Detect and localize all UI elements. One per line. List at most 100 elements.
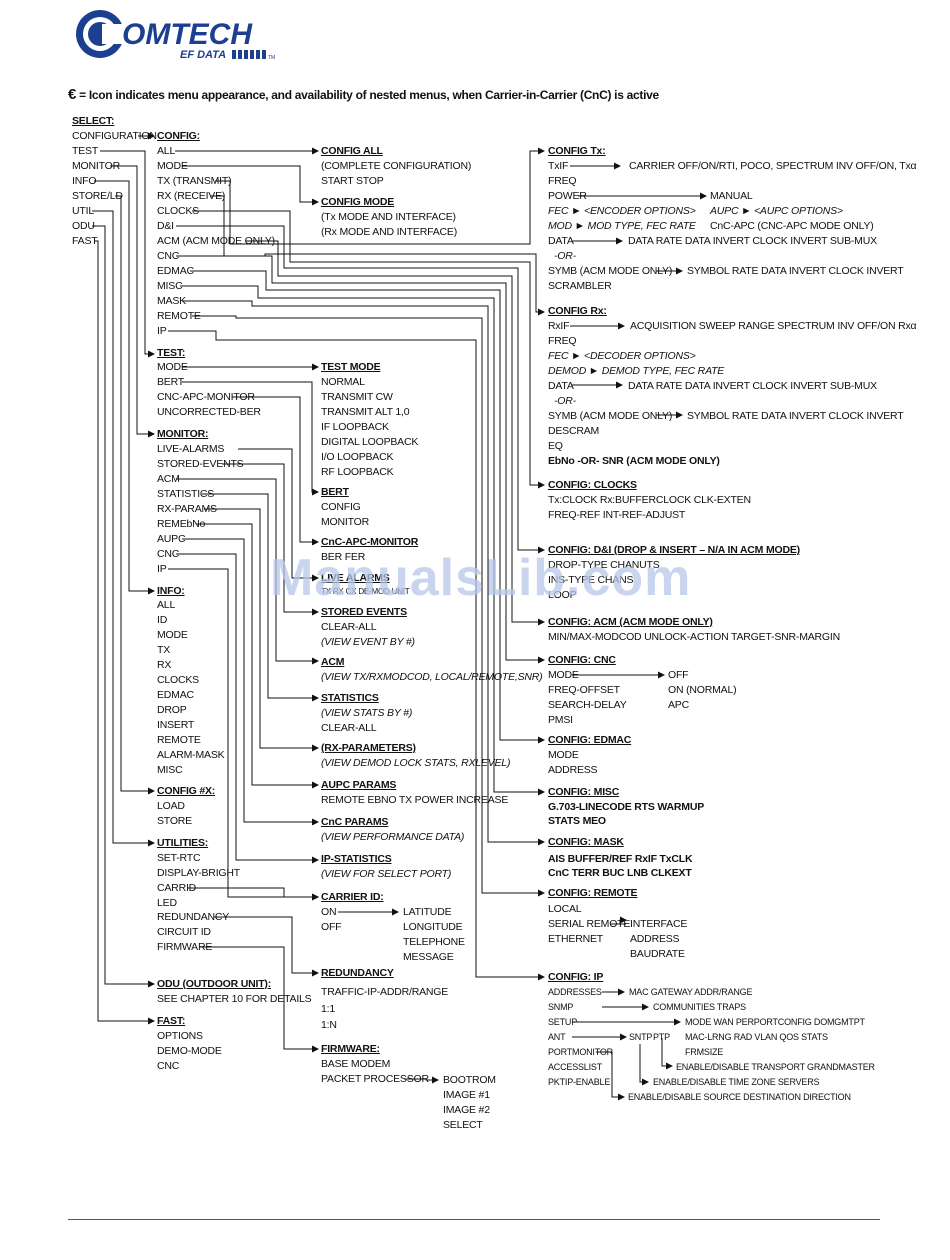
config-tx-data[interactable]: DATA bbox=[548, 235, 574, 247]
config-remote-serial-option[interactable]: ADDRESS bbox=[630, 933, 680, 945]
config-item-mode[interactable]: MODE bbox=[157, 160, 188, 172]
config-remote-item[interactable]: SERIAL REMOTE bbox=[548, 918, 631, 930]
select-item-store-ld[interactable]: STORE/LD bbox=[72, 190, 123, 202]
monitor-item[interactable]: IP bbox=[157, 563, 167, 575]
config-item-di[interactable]: D&I bbox=[157, 220, 174, 232]
info-item[interactable]: DROP bbox=[157, 704, 187, 716]
carrier-id-field[interactable]: MESSAGE bbox=[403, 951, 454, 963]
config-tx-fec[interactable]: FEC ► <ENCODER OPTIONS> bbox=[548, 205, 696, 217]
fast-option[interactable]: OPTIONS bbox=[157, 1030, 203, 1042]
config-ip-item[interactable]: PORTMONITOR bbox=[548, 1047, 613, 1057]
config-item-tx[interactable]: TX (TRANSMIT) bbox=[157, 175, 232, 187]
config-misc-line[interactable]: STATS MEO bbox=[548, 815, 606, 827]
monitor-item[interactable]: LIVE-ALARMS bbox=[157, 443, 225, 455]
config-rx-demod[interactable]: DEMOD ► DEMOD TYPE, FEC RATE bbox=[548, 365, 725, 377]
config-cnc-item[interactable]: MODE bbox=[548, 669, 579, 681]
config-all-line[interactable]: START STOP bbox=[321, 175, 384, 187]
monitor-item[interactable]: STATISTICS bbox=[157, 488, 215, 500]
config-item-mask[interactable]: MASK bbox=[157, 295, 186, 307]
config-item-rx[interactable]: RX (RECEIVE) bbox=[157, 190, 226, 202]
config-ip-item[interactable]: ADDRESSES bbox=[548, 987, 602, 997]
firmware-boot-option[interactable]: IMAGE #1 bbox=[443, 1089, 490, 1101]
config-misc-line[interactable]: G.703-LINECODE RTS WARMUP bbox=[548, 801, 705, 813]
info-item[interactable]: ALARM-MASK bbox=[157, 749, 225, 761]
config-edmac-item[interactable]: ADDRESS bbox=[548, 764, 598, 776]
utilities-item[interactable]: SET-RTC bbox=[157, 852, 201, 864]
config-rx-rxif[interactable]: RxIF bbox=[548, 320, 570, 332]
config-cnc-item[interactable]: FREQ-OFFSET bbox=[548, 684, 620, 696]
config-item-edmac[interactable]: EDMAC bbox=[157, 265, 194, 277]
firmware-option[interactable]: BASE MODEM bbox=[321, 1058, 391, 1070]
config-ip-item[interactable]: ANT bbox=[548, 1032, 566, 1042]
config-mask-line[interactable]: AIS BUFFER/REF RxIF TxCLK bbox=[548, 853, 693, 865]
info-item[interactable]: RX bbox=[157, 659, 172, 671]
redundancy-option[interactable]: TRAFFIC-IP-ADDR/RANGE bbox=[321, 986, 449, 998]
config-di-line[interactable]: DROP-TYPE CHANUTS bbox=[548, 559, 660, 571]
select-item-test[interactable]: TEST bbox=[72, 145, 99, 157]
test-mode-option[interactable]: TRANSMIT CW bbox=[321, 391, 393, 403]
utilities-item[interactable]: CIRCUIT ID bbox=[157, 926, 211, 938]
config-item-ip[interactable]: IP bbox=[157, 325, 167, 337]
test-mode-option[interactable]: NORMAL bbox=[321, 376, 365, 388]
config-tx-scrambler[interactable]: SCRAMBLER bbox=[548, 280, 612, 292]
config-ip-item[interactable]: SNMP bbox=[548, 1002, 574, 1012]
test-item-uncorrected-ber[interactable]: UNCORRECTED-BER bbox=[157, 406, 261, 418]
carrier-id-option[interactable]: ON bbox=[321, 906, 337, 918]
config-ip-item[interactable]: PKTIP-ENABLE bbox=[548, 1077, 611, 1087]
config-cnc-mode-option[interactable]: APC bbox=[668, 699, 689, 711]
config-di-line[interactable]: LOOP bbox=[548, 589, 577, 601]
config-rx-fec[interactable]: FEC ► <DECODER OPTIONS> bbox=[548, 350, 696, 362]
stored-events-line[interactable]: CLEAR-ALL bbox=[321, 621, 377, 633]
monitor-item[interactable]: CNC bbox=[157, 548, 180, 560]
monitor-item[interactable]: ACM bbox=[157, 473, 180, 485]
config-remote-item[interactable]: LOCAL bbox=[548, 903, 582, 915]
utilities-item[interactable]: FIRMWARE bbox=[157, 941, 213, 953]
utilities-item[interactable]: DISPLAY-BRIGHT bbox=[157, 867, 240, 879]
test-item-cnc-apc-monitor[interactable]: CNC-APC-MONITOR bbox=[157, 391, 255, 403]
config-rx-symb[interactable]: SYMB (ACM MODE ONLY) bbox=[548, 410, 673, 422]
utilities-item[interactable]: CARRID bbox=[157, 882, 197, 894]
test-item-mode[interactable]: MODE bbox=[157, 361, 188, 373]
firmware-boot-option[interactable]: IMAGE #2 bbox=[443, 1104, 490, 1116]
config-tx-symb[interactable]: SYMB (ACM MODE ONLY) bbox=[548, 265, 673, 277]
config-clocks-line[interactable]: FREQ-REF INT-REF-ADJUST bbox=[548, 509, 686, 521]
config-rx-ebno[interactable]: EbNo -OR- SNR (ACM MODE ONLY) bbox=[548, 455, 720, 467]
config-cnc-item[interactable]: SEARCH-DELAY bbox=[548, 699, 627, 711]
config-ip-item[interactable]: SETUP bbox=[548, 1017, 578, 1027]
info-item[interactable]: ID bbox=[157, 614, 168, 626]
select-item-util[interactable]: UTIL bbox=[72, 205, 94, 217]
config-di-line[interactable]: INS-TYPE CHANS bbox=[548, 574, 634, 586]
fast-option[interactable]: CNC bbox=[157, 1060, 180, 1072]
bert-option[interactable]: MONITOR bbox=[321, 516, 369, 528]
config-cnc-mode-option[interactable]: ON (NORMAL) bbox=[668, 684, 737, 696]
config-edmac-item[interactable]: MODE bbox=[548, 749, 579, 761]
config-item-clocks[interactable]: CLOCKS bbox=[157, 205, 199, 217]
redundancy-option[interactable]: 1:1 bbox=[321, 1003, 335, 1015]
test-item-bert[interactable]: BERT bbox=[157, 376, 185, 388]
config-item-remote[interactable]: REMOTE bbox=[157, 310, 201, 322]
redundancy-option[interactable]: 1:N bbox=[321, 1019, 337, 1031]
config-remote-serial-option[interactable]: BAUDRATE bbox=[630, 948, 685, 960]
config-tx-cnc-apc[interactable]: CnC-APC (CNC-APC MODE ONLY) bbox=[710, 220, 874, 232]
monitor-item[interactable]: STORED-EVENTS bbox=[157, 458, 244, 470]
config-remote-item[interactable]: ETHERNET bbox=[548, 933, 603, 945]
config-acm-line[interactable]: MIN/MAX-MODCOD UNLOCK-ACTION TARGET-SNR-… bbox=[548, 631, 840, 643]
carrier-id-field[interactable]: TELEPHONE bbox=[403, 936, 465, 948]
test-mode-option[interactable]: I/O LOOPBACK bbox=[321, 451, 394, 463]
info-item[interactable]: REMOTE bbox=[157, 734, 201, 746]
config-ip-sntp[interactable]: SNTP bbox=[629, 1032, 653, 1042]
test-mode-option[interactable]: TRANSMIT ALT 1,0 bbox=[321, 406, 410, 418]
config-tx-manual[interactable]: MANUAL bbox=[710, 190, 753, 202]
config-cnc-item[interactable]: PMSI bbox=[548, 714, 573, 726]
monitor-item[interactable]: RX-PARAMS bbox=[157, 503, 217, 515]
config-tx-mod[interactable]: MOD ► MOD TYPE, FEC RATE bbox=[548, 220, 696, 232]
select-item-monitor[interactable]: MONITOR bbox=[72, 160, 120, 172]
carrier-id-option[interactable]: OFF bbox=[321, 921, 342, 933]
config-clocks-line[interactable]: Tx:CLOCK Rx:BUFFERCLOCK CLK-EXTEN bbox=[548, 494, 751, 506]
info-item[interactable]: CLOCKS bbox=[157, 674, 199, 686]
config-mask-line[interactable]: CnC TERR BUC LNB CLKEXT bbox=[548, 867, 692, 879]
select-item-configuration[interactable]: CONFIGURATION bbox=[72, 130, 157, 142]
test-mode-option[interactable]: IF LOOPBACK bbox=[321, 421, 389, 433]
select-item-info[interactable]: INFO bbox=[72, 175, 97, 187]
config-rx-descram[interactable]: DESCRAM bbox=[548, 425, 600, 437]
